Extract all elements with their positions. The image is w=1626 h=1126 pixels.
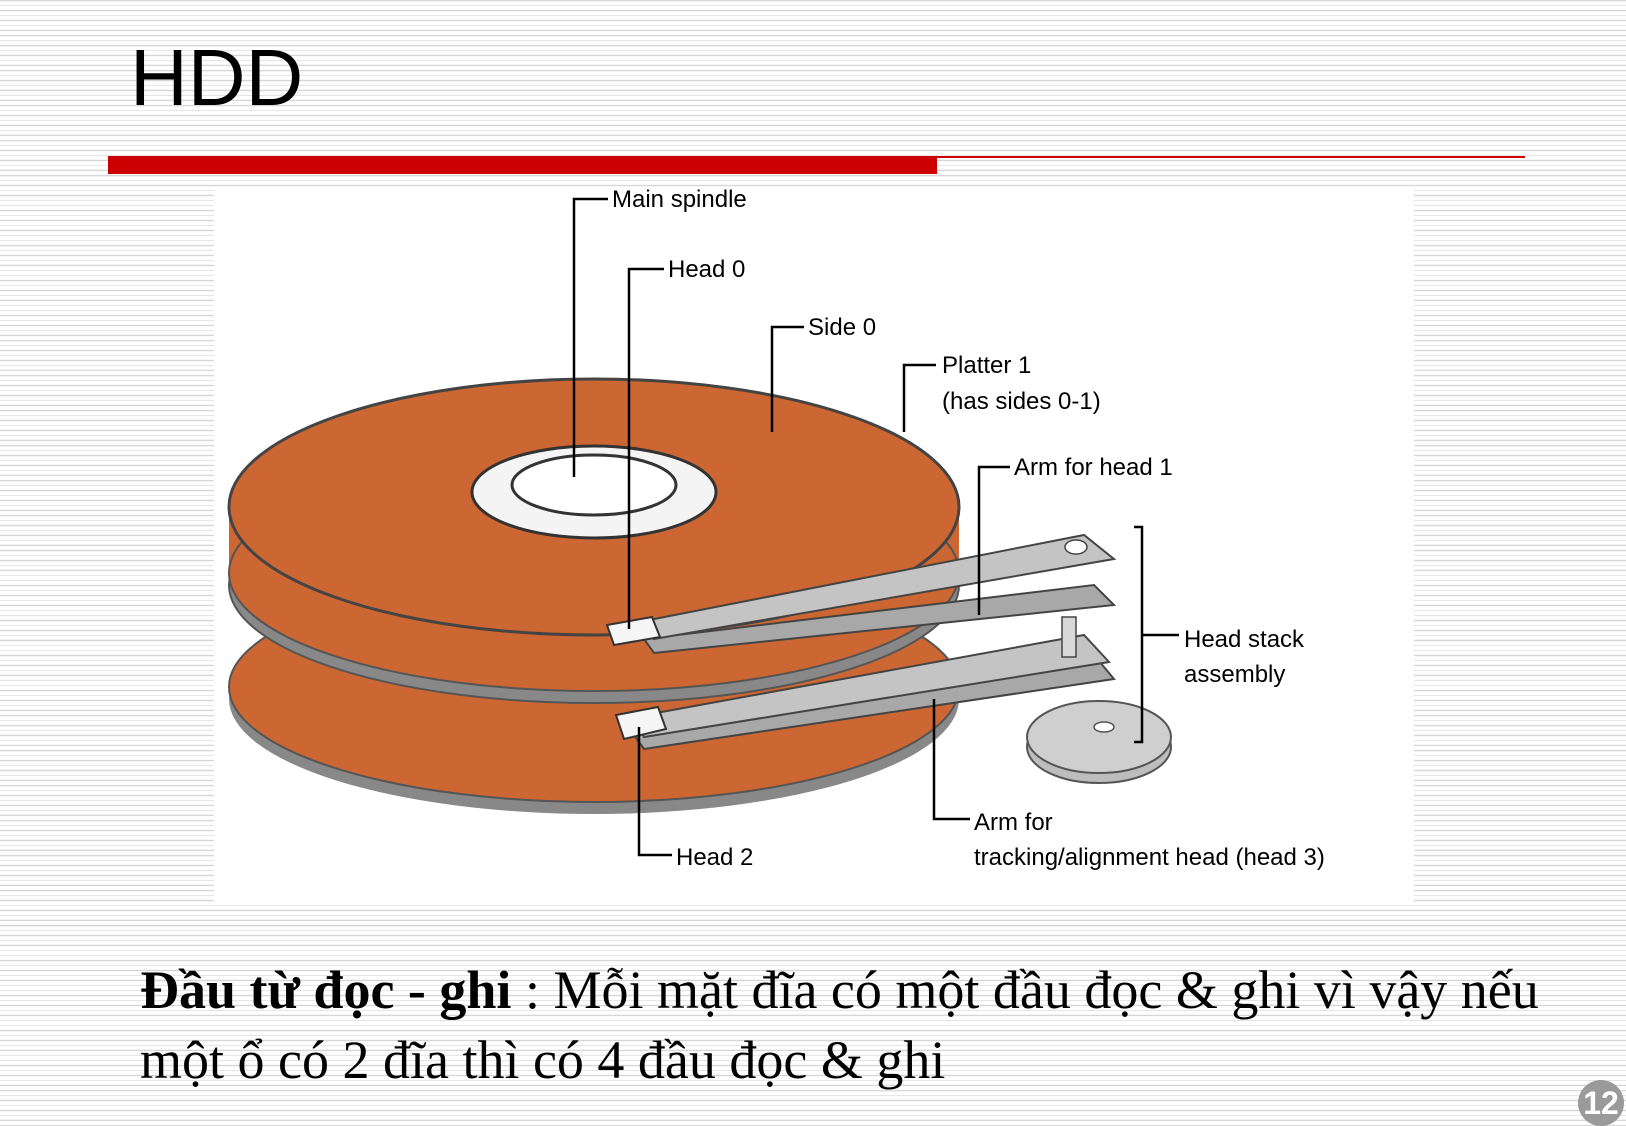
page-number-badge: 12 — [1578, 1080, 1624, 1126]
label-arm-tracking: Arm for — [974, 809, 1053, 836]
leader-lines — [572, 197, 1179, 857]
actuator-base — [1026, 700, 1172, 784]
label-head-stack: Head stack — [1184, 626, 1305, 653]
label-arm-head-1: Arm for head 1 — [1014, 454, 1173, 481]
label-head-0: Head 0 — [668, 256, 745, 283]
label-head-stack-assembly: assembly — [1184, 661, 1285, 688]
label-platter-1: Platter 1 — [942, 352, 1031, 379]
upper-arm — [605, 533, 1117, 655]
body-separator: : — [511, 960, 554, 1020]
body-term: Đầu từ đọc - ghi — [140, 960, 512, 1020]
title-underline-thick — [108, 156, 937, 174]
spindle — [470, 444, 718, 540]
hdd-diagram: Main spindle Head 0 Side 0 Platter 1 (ha… — [214, 187, 1414, 903]
lower-arm — [614, 616, 1116, 751]
label-main-spindle: Main spindle — [612, 187, 747, 213]
upper-platter — [227, 377, 961, 704]
slide-title: HDD — [130, 33, 304, 122]
label-arm-tracking-head: tracking/alignment head (head 3) — [974, 844, 1325, 871]
label-head-2: Head 2 — [676, 844, 753, 871]
label-side-0: Side 0 — [808, 314, 876, 341]
label-platter-1-sides: (has sides 0-1) — [942, 388, 1101, 415]
body-paragraph: Đầu từ đọc - ghi : Mỗi mặt đĩa có một đầ… — [140, 955, 1560, 1095]
title-underline-thin — [937, 156, 1525, 158]
body-description: Mỗi mặt đĩa có một đầu đọc & ghi vì vậy … — [140, 960, 1539, 1090]
